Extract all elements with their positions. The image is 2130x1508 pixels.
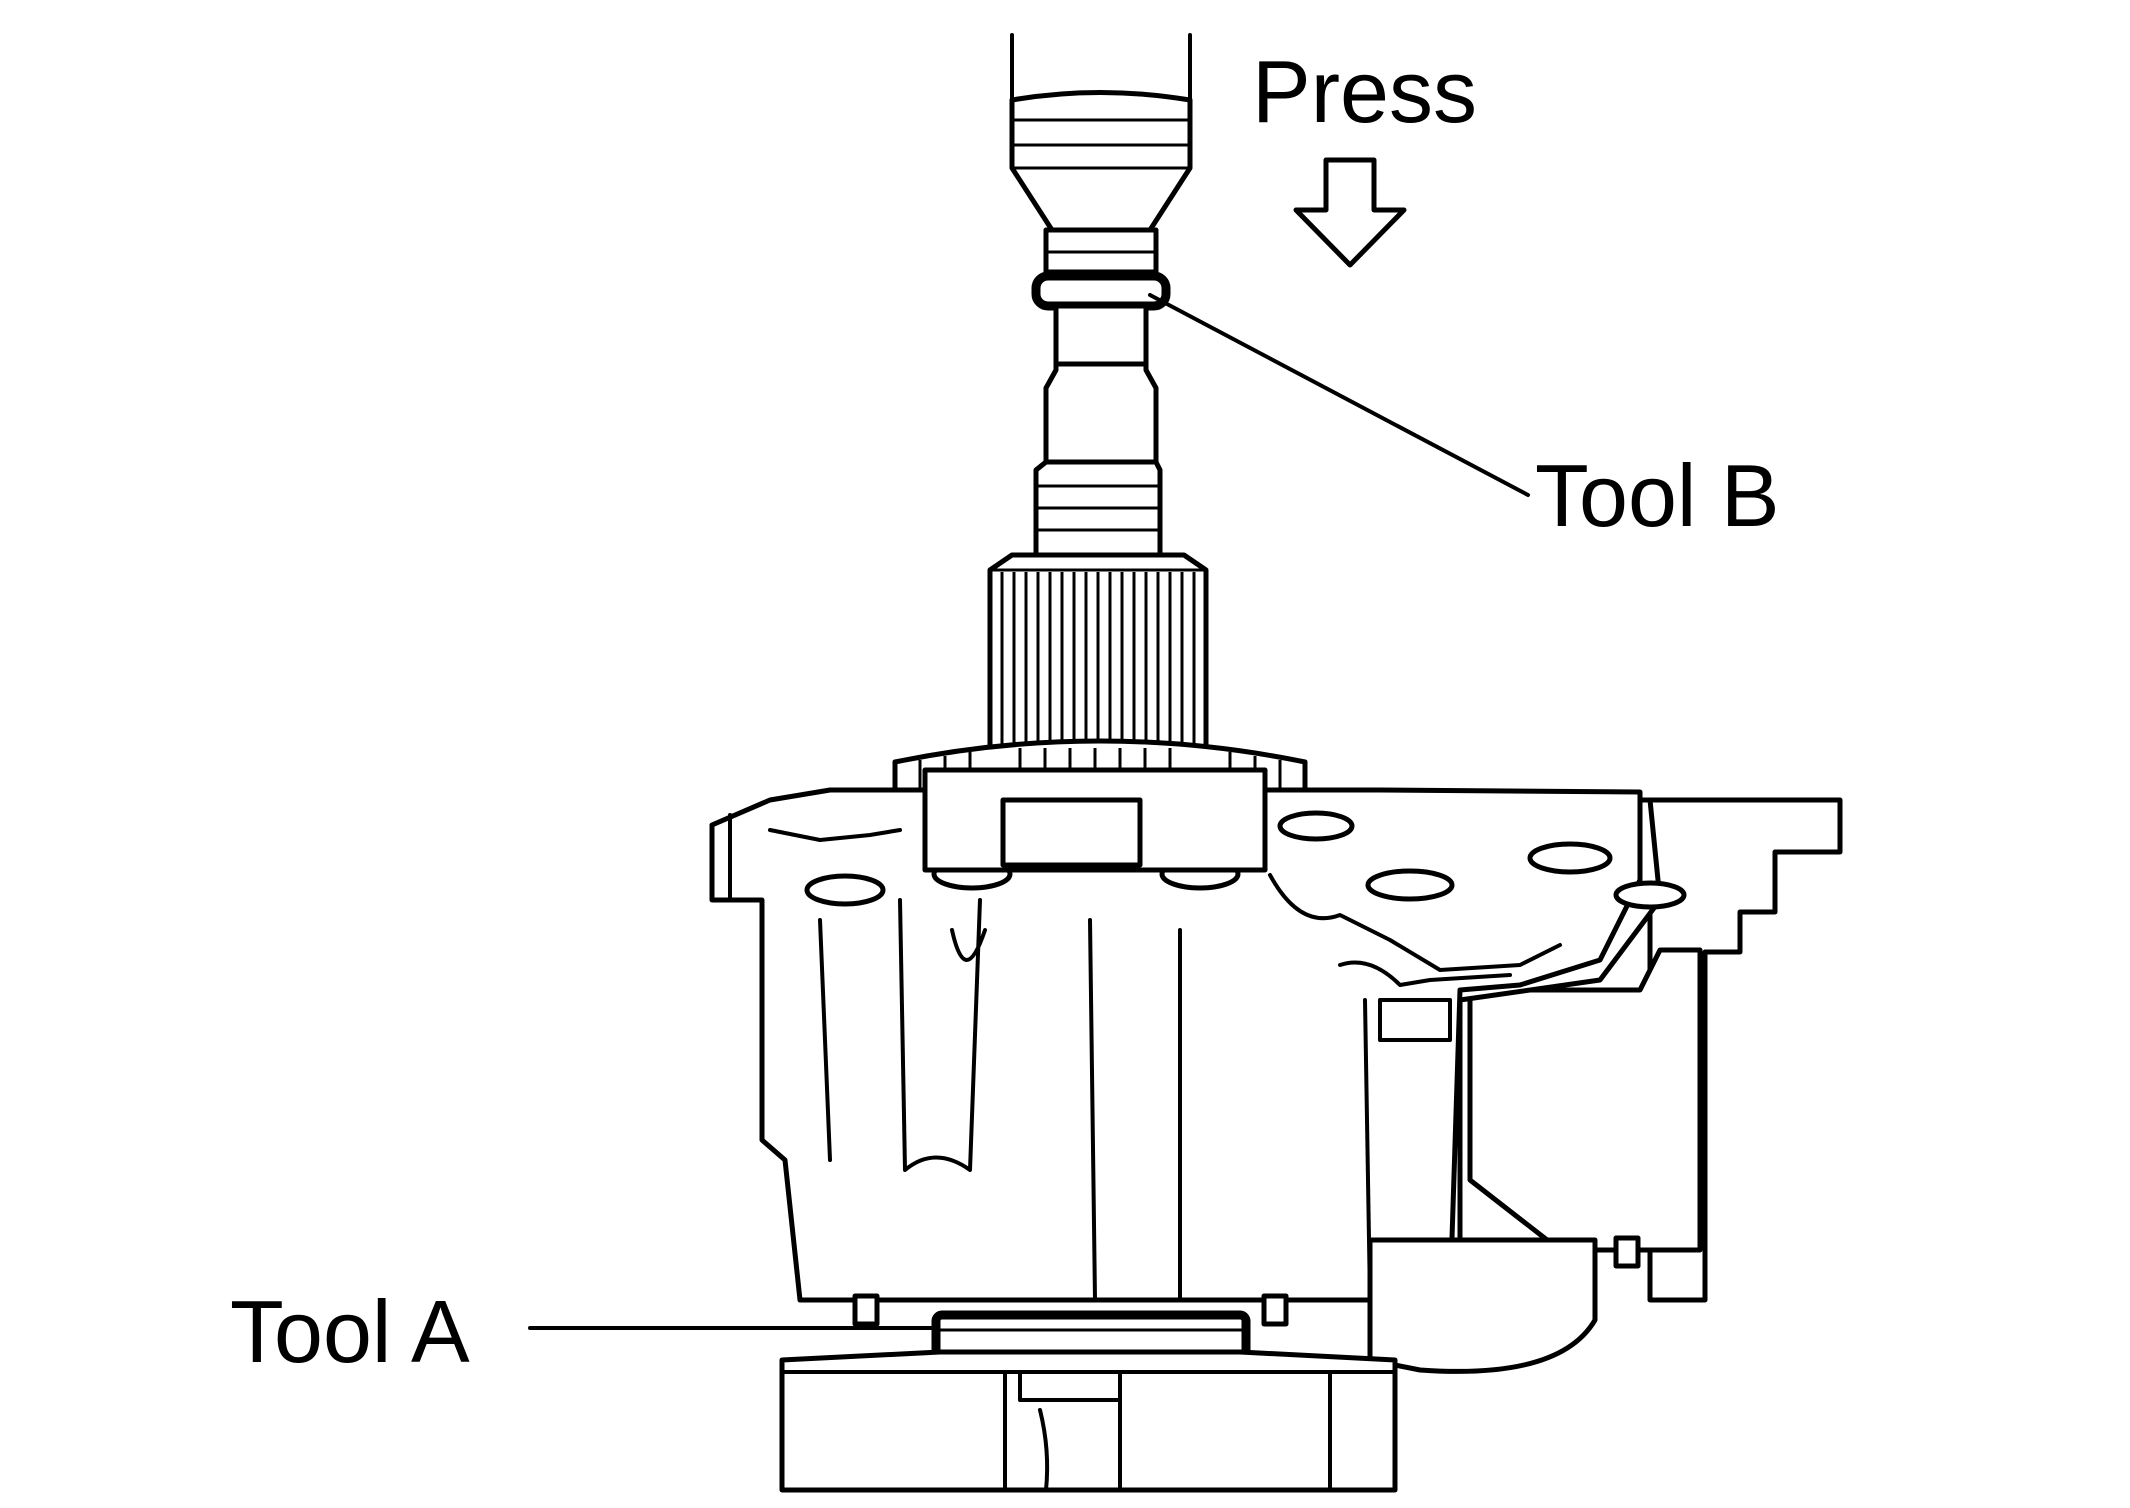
press-label: Press xyxy=(1252,42,1477,141)
tool-b xyxy=(1031,227,1171,311)
tool-b-label: Tool B xyxy=(1535,446,1780,545)
splined-gear xyxy=(987,552,1209,753)
output-housing xyxy=(1367,1237,1598,1374)
press-ram xyxy=(1009,33,1193,233)
shaft xyxy=(1033,303,1163,558)
gearbox-housing xyxy=(709,767,1843,1327)
tool-a-label: Tool A xyxy=(230,1282,470,1381)
tool-b-leader-line xyxy=(1148,293,1530,497)
press-support-block xyxy=(779,1349,1398,1493)
down-arrow-icon xyxy=(1293,157,1407,268)
